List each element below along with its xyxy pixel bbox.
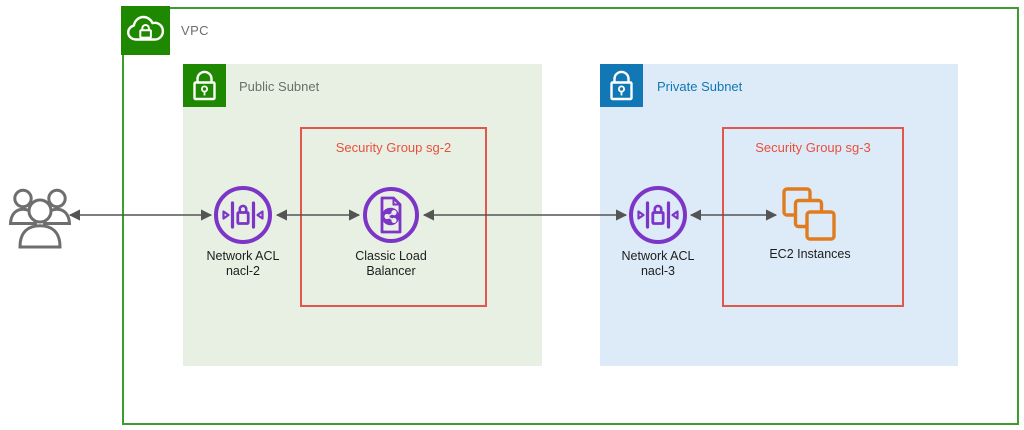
security-group-sg2-label: Security Group sg-2 — [335, 140, 452, 155]
network-acl-nacl2-label: Network ACL nacl-2 — [206, 249, 280, 278]
public-subnet-lock-icon — [183, 64, 226, 107]
public-subnet-label: Public Subnet — [239, 79, 320, 94]
security-group-sg3-label: Security Group sg-3 — [755, 140, 871, 155]
vpc-icon — [121, 6, 170, 55]
vpc-label: VPC — [181, 23, 209, 38]
network-acl-nacl2-icon — [212, 184, 274, 251]
private-subnet-label: Private Subnet — [657, 79, 743, 94]
private-subnet-lock-icon — [600, 64, 643, 107]
network-acl-nacl3-label: Network ACL nacl-3 — [621, 249, 695, 278]
users-icon — [8, 183, 80, 258]
private-subnet-container — [600, 64, 958, 366]
ec2-instances-icon — [777, 184, 837, 249]
classic-load-balancer-label: Classic Load Balancer — [355, 249, 427, 278]
network-acl-nacl3-icon — [627, 184, 689, 251]
ec2-instances-label: EC2 Instances — [769, 247, 851, 261]
classic-load-balancer-icon — [361, 185, 421, 250]
